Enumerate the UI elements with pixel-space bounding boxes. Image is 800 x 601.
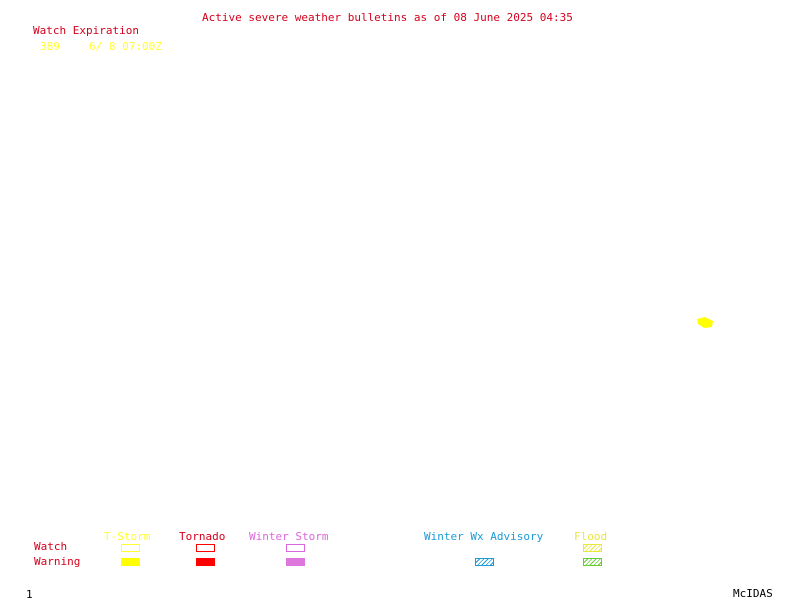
legend-winter-wx-heading: Winter Wx Advisory	[424, 530, 544, 543]
legend-tstorm-warning-swatch	[121, 558, 140, 566]
legend-winter-storm-warning-swatch	[286, 558, 305, 566]
legend-tornado-watch-swatch	[196, 544, 215, 552]
watch-table-header: Watch Expiration	[33, 24, 139, 37]
legend-winter-storm-watch-swatch	[286, 544, 305, 552]
watch-expiration: 6/ 8 07:00Z	[89, 40, 162, 53]
legend-winter-storm-heading: Winter Storm	[249, 530, 329, 543]
legend-watch-label: Watch	[34, 540, 68, 553]
watch-row: 389 6/ 8 07:00Z	[40, 40, 162, 79]
brand-label: McIDAS	[733, 587, 773, 600]
watch-area-389	[697, 317, 713, 328]
legend-tornado-heading: Tornado	[179, 530, 226, 543]
bulletin-title: Active severe weather bulletins as of 08…	[202, 11, 573, 24]
legend-tstorm-heading: T-Storm	[104, 530, 151, 543]
legend-flood-heading: Flood	[574, 530, 608, 543]
legend-winter-wx-warning-swatch	[475, 558, 494, 566]
legend-flood-warning-swatch	[583, 558, 602, 566]
frame-number: 1	[26, 588, 33, 601]
legend-warning-label: Warning	[34, 555, 81, 568]
legend-flood-watch-swatch	[583, 544, 602, 552]
watch-number: 389	[40, 40, 60, 53]
legend-tstorm-watch-swatch	[121, 544, 140, 552]
legend-tornado-warning-swatch	[196, 558, 215, 566]
